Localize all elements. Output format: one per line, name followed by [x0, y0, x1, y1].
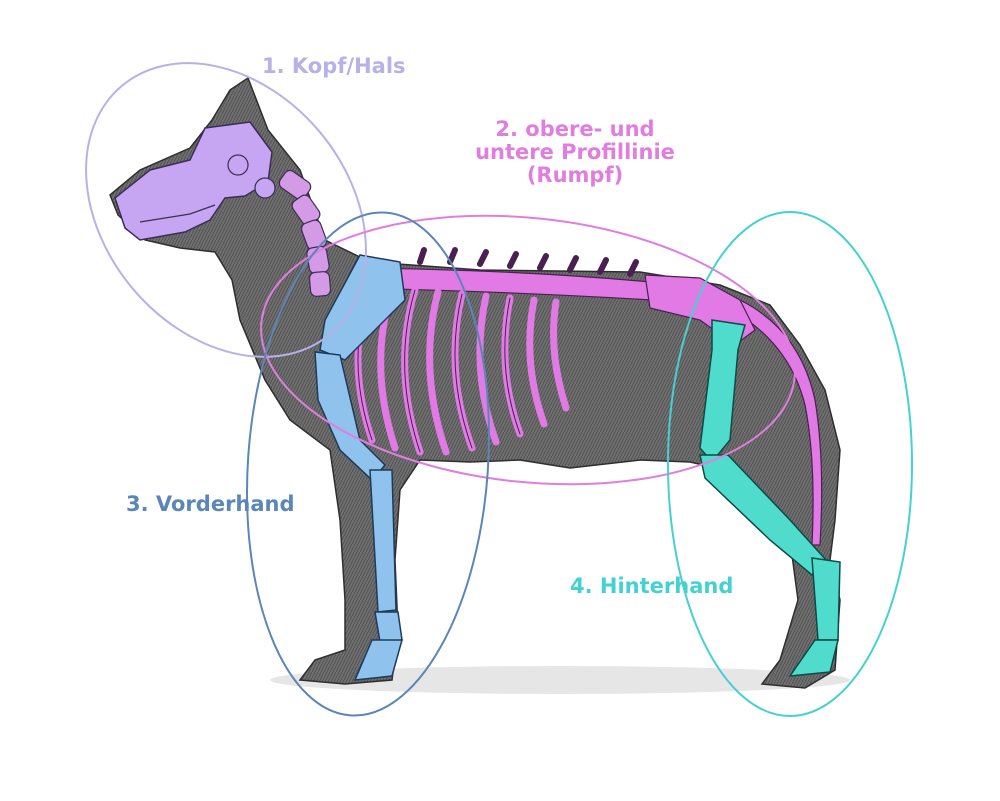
- label-vorderhand: 3. Vorderhand: [126, 492, 295, 516]
- region-kopf-hals-ellipse: [85, 62, 367, 358]
- region-hinterhand-ellipse: [667, 211, 913, 717]
- ground-shadow: [270, 666, 850, 694]
- label-rumpf-line-2: untere Profillinie: [475, 140, 675, 164]
- forelimb-skeleton: [314, 254, 406, 681]
- label-kopf-hals: 1. Kopf/Hals: [262, 54, 406, 78]
- region-rumpf-ellipse: [260, 214, 796, 486]
- dog-body: [109, 76, 841, 689]
- label-rumpf-line-3: (Rumpf): [526, 163, 624, 187]
- region-vorderhand-ellipse: [246, 211, 490, 717]
- head-skeleton: [114, 121, 276, 241]
- label-rumpf-line-1: 2. obere- und: [495, 117, 655, 141]
- hindlimb-skeleton: [699, 319, 841, 677]
- label-rumpf: 2. obere- und untere Profillinie (Rumpf): [455, 118, 695, 187]
- label-hinterhand: 4. Hinterhand: [570, 574, 734, 598]
- neck-skeleton: [278, 169, 332, 297]
- spine: [359, 247, 823, 546]
